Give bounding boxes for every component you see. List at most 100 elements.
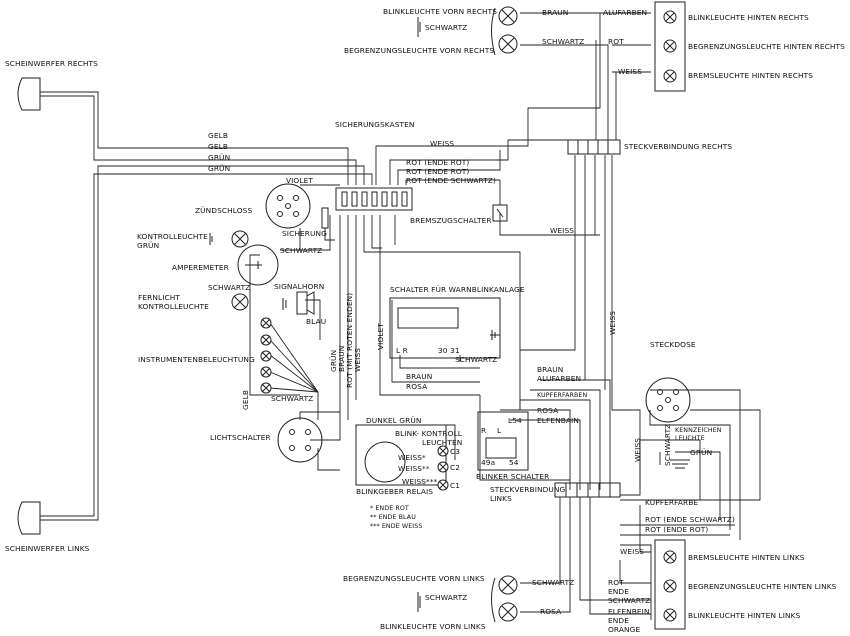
label-scheinwerfer-rechts: SCHEINWERFER RECHTS — [5, 59, 98, 68]
label-r-term: R — [481, 426, 486, 435]
label-alufarben-right: ALUFARBEN — [537, 374, 581, 383]
label-alufarben-top: ALUFARBEN — [603, 8, 647, 17]
lichtschalter-light-switch — [277, 417, 323, 463]
label-schwartz-bottom-ground: SCHWARTZ — [425, 593, 467, 602]
label-weiss1: WEISS* — [398, 453, 426, 462]
scheinwerfer-links — [17, 501, 41, 535]
ground-symbol-icon — [417, 17, 421, 37]
label-begrenzungsleuchte-hinten-rechts: BEGRENZUNGSLEUCHTE HINTEN RECHTS — [688, 42, 845, 51]
label-legend-3: *** ENDE WEISS — [370, 523, 422, 530]
label-c2: C2 — [450, 463, 460, 472]
label-schalter-warnblink: SCHALTER FÜR WARNBLINKANLAGE — [390, 285, 525, 294]
scheinwerfer-rechts — [17, 77, 41, 111]
front-right-housing — [491, 7, 496, 56]
begrenzungsleuchte-vorn-rechts-lamp-icon — [498, 34, 518, 54]
label-kennzeichen-2: LEUCHTE — [675, 435, 705, 442]
label-blink-kontroll-1: BLINK- KONTROLL — [395, 429, 463, 438]
label-rot-ende-rot-1: ROT (ENDE ROT) — [406, 158, 469, 167]
label-schwartz-warn: SCHWARTZ — [455, 355, 497, 364]
begrenzungsleuchte-hinten-rechts-lamp-icon — [663, 39, 677, 53]
label-ende-bottom-1: ENDE — [608, 587, 629, 596]
label-begrenzungsleuchte-vorn-rechts: BEGRENZUNGSLEUCHTE VORN RECHTS — [344, 46, 494, 55]
amperemeter-gauge — [237, 244, 279, 286]
blinkgeber-relais — [355, 424, 449, 491]
label-weiss-vert: WEISS — [353, 348, 362, 372]
kontrollleuchte-gruen-lamp-icon — [231, 230, 249, 248]
label-weiss3: WEISS*** — [402, 477, 438, 486]
label-sicherungskasten: SICHERUNGSKASTEN — [335, 120, 415, 129]
label-gruen-2: GRÜN — [208, 164, 230, 173]
blinkleuchte-hinten-rechts-lamp-icon — [663, 10, 677, 24]
label-steckdose: STECKDOSE — [650, 340, 696, 349]
labels: BLINKLEUCHTE VORN RECHTS BEGRENZUNGSLEUC… — [5, 7, 845, 634]
label-elfenbein: ELFENBEIN — [608, 607, 650, 616]
bremsleuchte-hinten-links-lamp-icon — [663, 550, 677, 564]
label-blinkleuchte-hinten-rechts: BLINKLEUCHTE HINTEN RECHTS — [688, 13, 809, 22]
front-left-lamp-unit — [417, 575, 518, 623]
label-ende-bottom-2: ENDE — [608, 616, 629, 625]
schalter-warnblinkanlage — [389, 297, 501, 359]
blink-kontrollleuchte-c3-icon — [437, 445, 449, 457]
label-weiss-vert-right: WEISS — [608, 311, 617, 335]
label-zuendschloss: ZÜNDSCHLOSS — [195, 206, 252, 215]
instrumentenbeleuchtung-lamps — [260, 317, 272, 394]
begrenzungsleuchte-hinten-links-lamp-icon — [663, 579, 677, 593]
rear-left-lamp-unit — [654, 539, 686, 630]
label-rot-ende-rot-2: ROT (ENDE ROT) — [406, 167, 469, 176]
wires — [40, 12, 761, 620]
label-steckverbindung-rechts: STECKVERBINDUNG RECHTS — [624, 142, 732, 151]
label-weiss-top: WEISS — [618, 67, 642, 76]
steckdose-socket — [645, 377, 691, 469]
blink-kontrollleuchte-c2-icon — [437, 461, 449, 473]
label-bremsleuchte-hinten-rechts: BREMSLEUCHTE HINTEN RECHTS — [688, 71, 813, 80]
label-54: 54 — [509, 458, 519, 467]
label-fernlicht-2: KONTROLLEUCHTE — [138, 302, 209, 311]
blinkleuchte-vorn-links-lamp-icon — [498, 602, 518, 622]
label-schwartz-bottom: SCHWARTZ — [532, 578, 574, 587]
signalhorn-horn — [282, 291, 315, 315]
label-c1: C1 — [450, 481, 460, 490]
label-bremszugschalter: BREMSZUGSCHALTER — [410, 216, 492, 225]
label-blinkleuchte-vorn-links: BLINKLEUCHTE VORN LINKS — [380, 622, 486, 631]
label-violet-top: VIOLET — [286, 176, 313, 185]
label-elfenbain: ELFENBAIN — [537, 416, 579, 425]
label-gelb-2: GELB — [208, 142, 228, 151]
blinkleuchte-vorn-rechts-lamp-icon — [498, 6, 518, 26]
label-dunkel-gruen: DUNKEL GRÜN — [366, 416, 422, 425]
label-gruen-1: GRÜN — [208, 153, 230, 162]
bremszugschalter-switch — [492, 204, 508, 222]
label-braun-mid: BRAUN — [406, 372, 432, 381]
label-amperemeter: AMPEREMETER — [172, 263, 229, 272]
label-kontrollleuchte-1: KONTROLLEUCHTE — [137, 232, 208, 241]
label-blau: BLAU — [306, 317, 326, 326]
label-schwartz-fern: SCHWARTZ — [208, 283, 250, 292]
label-l-r: L R — [396, 346, 408, 355]
label-rot-ende-schwartz-low: ROT (ENDE SCHWARTZ) — [645, 515, 735, 524]
label-rot-mit-roten-enden: ROT (MIT ROTEN ENDEN) — [345, 293, 354, 388]
label-orange: ORANGE — [608, 625, 640, 634]
label-schwartz-top: SCHWARTZ — [425, 23, 467, 32]
label-signalhorn: SIGNALHORN — [274, 282, 324, 291]
front-right-lamp-unit — [417, 6, 518, 56]
label-weiss-bremszug: WEISS — [550, 226, 574, 235]
label-gruen-steckdose: GRÜN — [690, 448, 712, 457]
label-schwartz-bottom-2: SCHWARTZ — [608, 596, 650, 605]
label-weiss-fuse: WEISS — [430, 139, 454, 148]
label-gelb-vert: GELB — [241, 390, 250, 410]
label-kupferfarbe: KUPFERFARBE — [645, 498, 698, 507]
label-weiss-steckdose: WEISS — [633, 438, 642, 462]
label-weiss-rear-left: WEISS — [620, 547, 644, 556]
label-blinker-schalter: BLINKER SCHALTER — [476, 472, 549, 481]
label-braun-vert: BRAUN — [337, 346, 346, 372]
label-braun-right: BRAUN — [537, 365, 563, 374]
label-violet-vert: VIOLET — [376, 323, 385, 350]
label-begrenzungsleuchte-vorn-links: BEGRENZUNGSLEUCHTE VORN LINKS — [343, 574, 485, 583]
label-rosa-bottom: ROSA — [540, 607, 561, 616]
label-begrenzungsleuchte-hinten-links: BEGRENZUNGSLEUCHTE HINTEN LINKS — [688, 582, 837, 591]
label-weiss2: WEISS** — [398, 464, 430, 473]
label-blink-kontroll-2: LEUCHTEN — [422, 438, 462, 447]
ground-symbol-icon — [209, 233, 213, 245]
label-lichtschalter: LICHTSCHALTER — [210, 433, 271, 442]
label-scheinwerfer-links: SCHEINWERFER LINKS — [5, 544, 90, 553]
